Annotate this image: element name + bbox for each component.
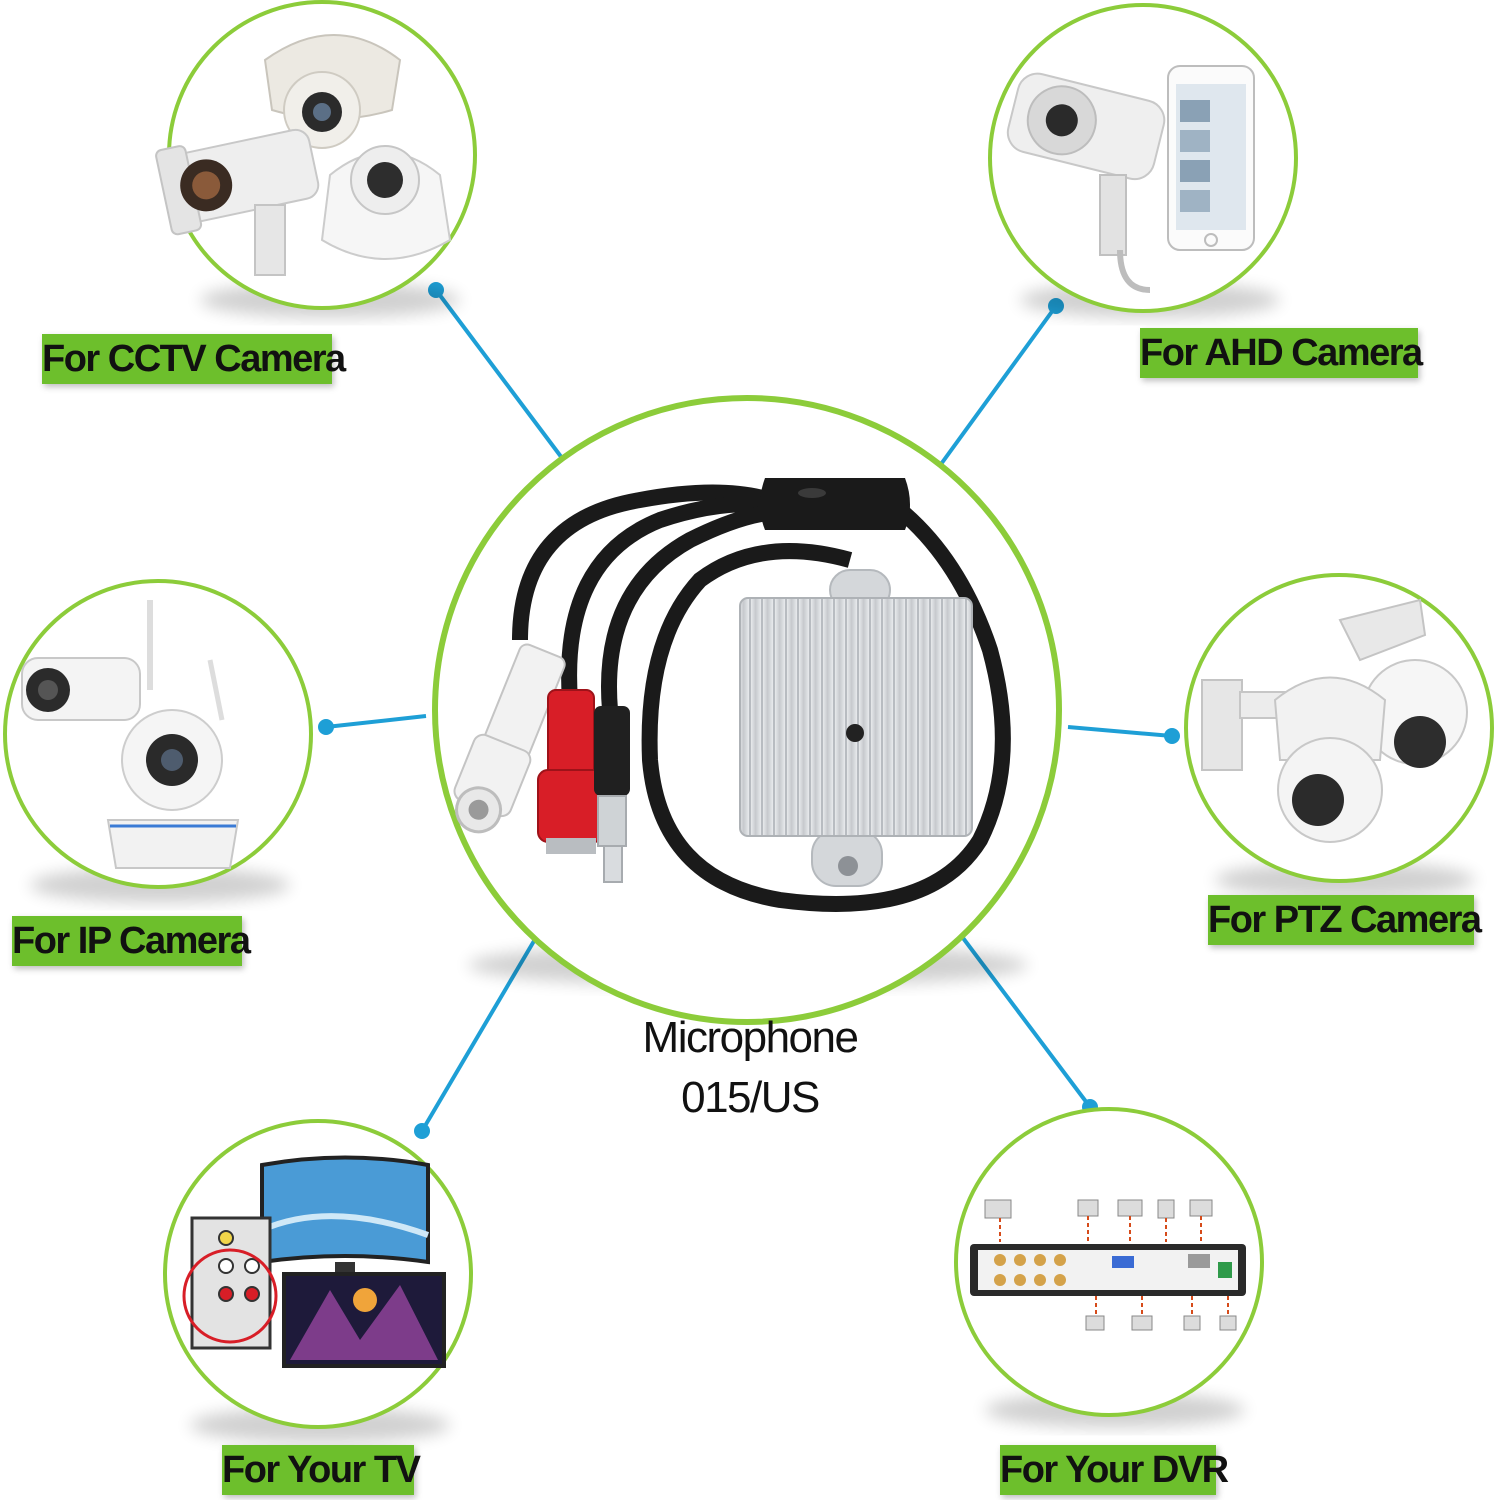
ahd-camera-and-phone-icon <box>1006 65 1255 293</box>
connector-dot-ip <box>318 719 334 735</box>
connector-line-cctv <box>434 288 579 480</box>
dvr-wiring-diagram-icon <box>970 1199 1246 1331</box>
connector-line-ptz <box>1067 725 1173 738</box>
cctv-cameras-icon <box>155 34 452 276</box>
connector-dot-ptz <box>1164 728 1180 744</box>
connector-line-ahd <box>926 304 1058 484</box>
label-ip: For IP Camera <box>12 916 251 966</box>
microphone-module-with-rca-cables <box>453 478 1011 912</box>
label-tv: For Your TV <box>222 1445 421 1495</box>
connector-line-dvr <box>949 920 1092 1109</box>
connector-line-ip <box>325 714 427 729</box>
product-model: 015/US <box>681 1073 820 1122</box>
label-dvr: For Your DVR <box>1000 1445 1229 1495</box>
connector-dot-tv <box>414 1123 430 1139</box>
label-ptz: For PTZ Camera <box>1208 895 1482 945</box>
tv-with-audio-ports-icon <box>182 1155 446 1368</box>
label-cctv: For CCTV Camera <box>42 334 346 384</box>
ptz-cameras-icon <box>1201 598 1468 843</box>
label-ahd: For AHD Camera <box>1140 328 1423 378</box>
ip-cameras-icon <box>21 600 240 869</box>
product-caption: Microphone 015/US <box>600 1008 900 1128</box>
product-name: Microphone <box>642 1013 859 1062</box>
